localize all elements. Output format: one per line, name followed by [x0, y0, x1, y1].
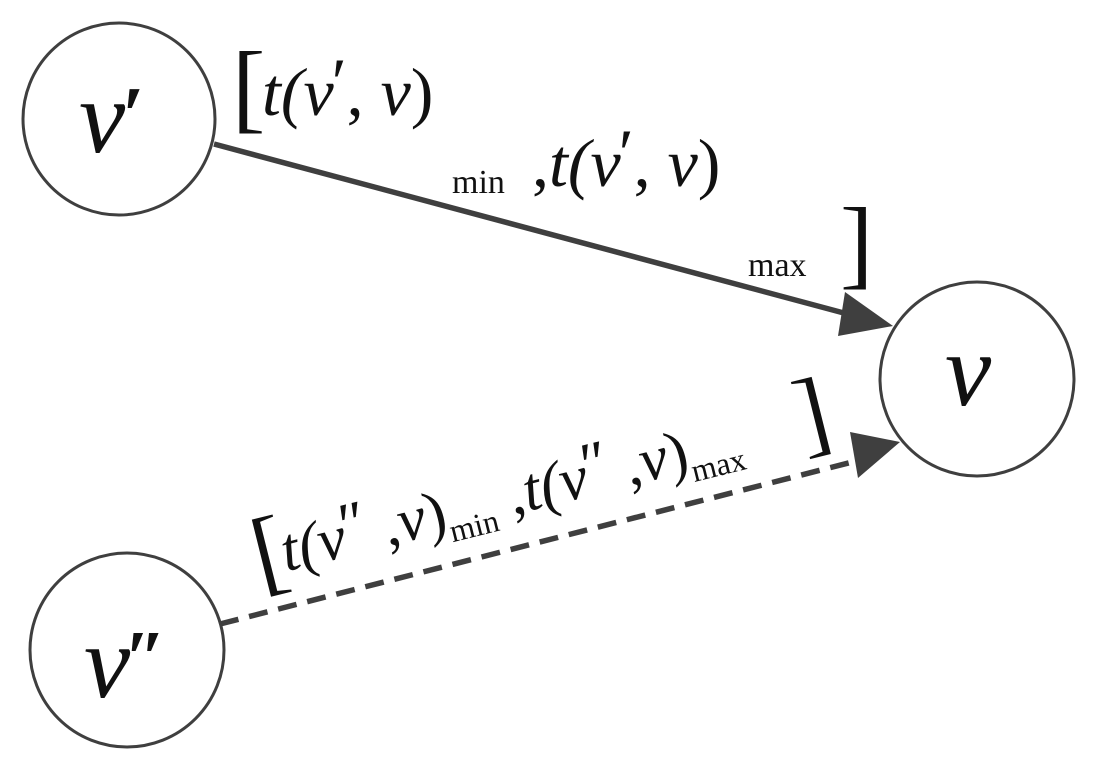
- node-v-label: v: [945, 313, 992, 428]
- node-v-double-prime: v″: [28, 551, 226, 749]
- node-v-prime: v′: [21, 21, 217, 217]
- edge-bottom-arrowhead: [850, 432, 900, 478]
- node-v: v: [878, 280, 1076, 478]
- edge-bottom-line: [219, 457, 861, 627]
- node-v-double-prime-circle: [28, 551, 226, 749]
- node-v-circle: [878, 280, 1076, 478]
- edge-top: [213, 141, 893, 336]
- edge-top-close-bracket: ]: [840, 187, 873, 298]
- edge-top-arrowhead: [838, 292, 893, 336]
- edge-bottom-expression: t(v″ ,v)min ,t(v″ ,v)max: [271, 395, 750, 590]
- edge-top-max-expression: ,t(v′, v): [532, 115, 720, 201]
- edge-top-min-subscript: min: [452, 164, 505, 201]
- edge-top-label: [ t(v′, v) min ,t(v′, v) max ]: [232, 31, 873, 298]
- edge-top-open-bracket: [: [232, 31, 265, 142]
- edge-bottom: [219, 432, 900, 627]
- node-v-double-prime-label: v″: [84, 605, 166, 720]
- edge-top-max-subscript: max: [748, 247, 807, 284]
- edge-top-min-expression: t(v′, v): [262, 44, 433, 130]
- edge-top-line: [213, 141, 856, 319]
- edge-bottom-close-bracket: ]: [783, 356, 840, 468]
- node-v-prime-label: v′: [79, 60, 144, 175]
- node-v-prime-circle: [21, 21, 217, 217]
- edge-bottom-label: [ t(v″ ,v)min ,t(v″ ,v)max ]: [240, 356, 840, 606]
